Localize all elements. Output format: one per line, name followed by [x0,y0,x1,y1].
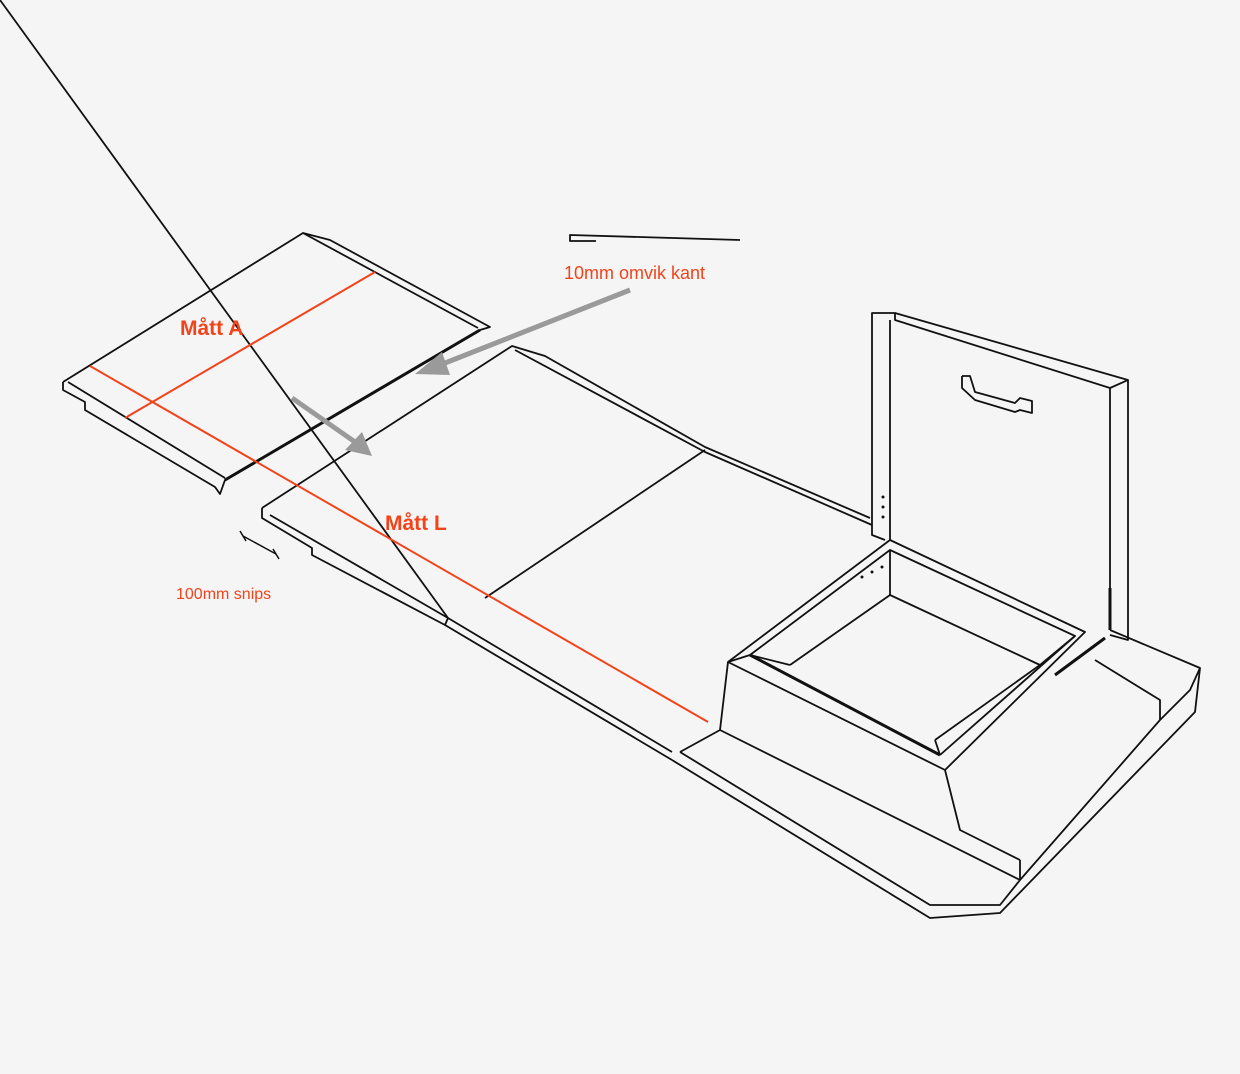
fold-profile-detail [569,234,741,242]
hinge-holes [860,495,885,579]
hatch-lid [860,312,1129,677]
arrow-head-fold [415,352,450,375]
arrow-head-join [345,432,372,456]
matt-a-line [124,271,376,419]
gas-strut [1054,588,1112,677]
snip-label: 100mm snips [176,586,272,603]
handle-icon [961,375,1033,414]
hatch-base [671,629,1201,919]
matt-l-line [89,365,709,723]
arrow-panel-join [290,395,357,445]
panel-a [62,232,491,495]
panel-l [0,0,873,761]
measure-lines [89,271,709,723]
matt-a-label: Mått A [180,317,244,340]
hatch-curb [727,539,1086,771]
matt-l-label: Mått L [385,512,447,535]
snip-dimension [239,530,280,560]
fold-edge-label: 10mm omvik kant [564,263,706,283]
arrow-fold-edge [439,287,631,368]
arrows [290,287,631,456]
